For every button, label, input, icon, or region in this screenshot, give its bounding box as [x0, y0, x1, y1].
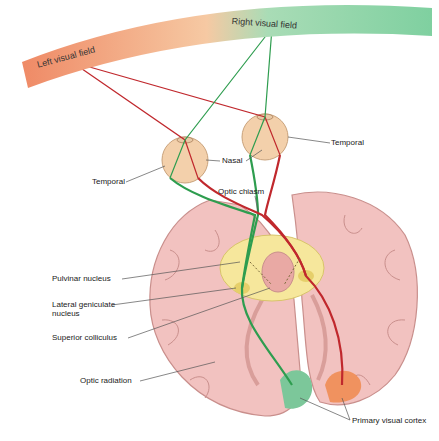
- red-pathway-2: [265, 155, 306, 276]
- leader-lines: [112, 137, 350, 420]
- visual-field-band: Left visual fieldRight visual field: [0, 0, 439, 95]
- green-pathway: [170, 178, 292, 385]
- part-label: Pulvinar nucleus: [52, 274, 124, 283]
- part-label: Lateral geniculate nucleus: [52, 300, 116, 318]
- gyri-right: [344, 215, 405, 390]
- part-label: Primary visual cortex: [352, 416, 438, 425]
- left-eye: [162, 137, 208, 183]
- midbrain: [262, 252, 294, 292]
- gyri-left: [162, 230, 219, 398]
- green-rays: [170, 28, 272, 178]
- right-hemisphere: [292, 192, 417, 405]
- band-shape: [22, 5, 432, 88]
- part-label: Temporal: [92, 177, 132, 186]
- part-label: Temporal: [331, 138, 371, 147]
- ventricle: [247, 295, 326, 385]
- band-outline: [0, 0, 439, 95]
- part-label: Superior colliculus: [52, 333, 132, 342]
- red-rays: [72, 62, 280, 178]
- collicular-branches: [250, 258, 300, 285]
- right-eye: [242, 114, 288, 160]
- thalamus: [220, 235, 324, 301]
- red-pathway: [198, 178, 342, 385]
- part-label: Nasal: [222, 156, 248, 165]
- part-label: Optic radiation: [80, 376, 144, 385]
- left-hemisphere: [150, 200, 301, 416]
- part-label: Optic chiasm: [218, 187, 278, 196]
